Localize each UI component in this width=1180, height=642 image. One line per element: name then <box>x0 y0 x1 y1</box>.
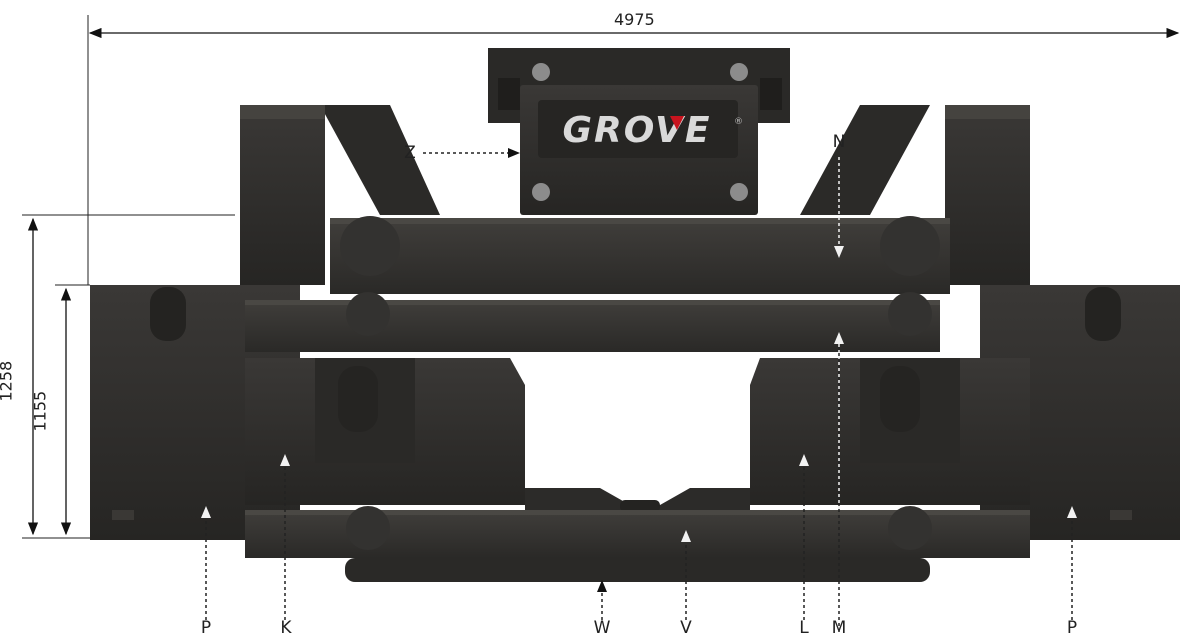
overall-width-label: 4975 <box>614 10 655 29</box>
base-plate <box>525 488 750 512</box>
registered-mark: ® <box>734 117 743 127</box>
inner-height-label: 1155 <box>30 390 50 432</box>
callout-n: N <box>832 132 846 152</box>
callout-l: L <box>799 618 809 638</box>
callout-z: Z <box>404 143 416 163</box>
outer-height-label: 1258 <box>0 360 16 402</box>
slab-v <box>245 506 1030 558</box>
callout-v: V <box>680 618 692 638</box>
slab-m <box>245 292 940 352</box>
logo-accent-mark <box>670 116 684 130</box>
skid-w <box>345 558 930 582</box>
slab-n <box>330 216 950 294</box>
callout-p-left: P <box>200 618 212 638</box>
grove-logo-plate: GROVE ® <box>488 48 790 215</box>
height-dimensions <box>22 214 235 539</box>
callout-heads <box>201 148 1077 592</box>
overall-width-dimension <box>87 15 1180 285</box>
upper-side-blocks <box>240 105 1030 285</box>
blocks-k-l <box>245 358 1030 505</box>
callout-k: K <box>280 618 292 638</box>
callout-m: M <box>831 618 847 638</box>
grove-logo: GROVE <box>562 110 711 151</box>
callout-arrows <box>205 152 1073 632</box>
callout-p-right: P <box>1066 618 1078 638</box>
callout-w: W <box>593 618 611 638</box>
